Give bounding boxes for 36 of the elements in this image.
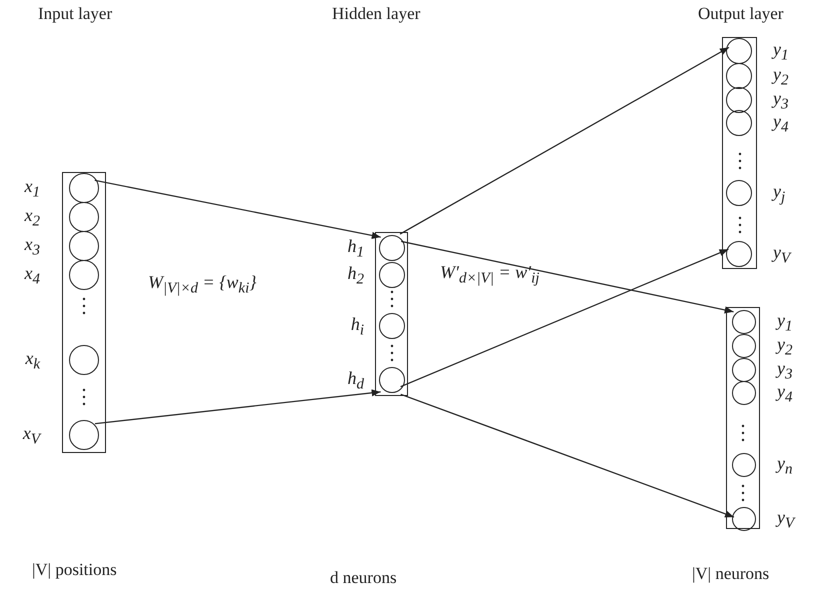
arrow [400,46,730,235]
neuron-label: x$_{3}$ [24,234,40,260]
neuron-label: y$_{3}$ [773,88,788,114]
arrow [400,394,734,518]
neuron-label: y$_{V}$ [777,507,794,533]
neuron-label: y$_{2}$ [773,64,788,90]
weight-matrix-formula: W′$_{d×|V|}$ = w′$_{ij}$ [440,262,540,288]
layer-size-caption: |V| neurons [692,564,770,584]
neuron-label: x$_{2}$ [24,205,40,231]
neuron-label: x$_{1}$ [24,176,40,202]
neuron-label: y$_{3}$ [777,358,792,384]
neuron-label: x$_{k}$ [25,348,40,374]
neuron-label: y$_{j}$ [773,181,786,207]
neuron-label: x$_{4}$ [24,263,40,289]
weight-matrix-formula: W$_{|V|×d}$ = {w$_{ki}$} [148,272,256,298]
layer-heading: Input layer [38,4,112,24]
neuron-label: h$_{2}$ [348,263,364,289]
neuron-label: y$_{n}$ [777,453,792,479]
arrow [94,389,381,424]
neuron-label: h$_{1}$ [348,236,364,262]
neuron-label: h$_{i}$ [350,314,364,340]
layer-heading: Hidden layer [332,4,420,24]
layer-heading: Output layer [698,4,784,24]
layer-size-caption: d neurons [330,568,397,588]
arrow [401,240,734,314]
neuron-label: y$_{1}$ [777,310,792,336]
arrow [94,180,381,239]
neuron-label: h$_{d}$ [348,368,364,394]
layer-size-caption: |V| positions [32,560,117,580]
neuron-label: x$_{V}$ [22,423,40,449]
neuron-label: y$_{4}$ [773,111,788,137]
neuron-label: y$_{2}$ [777,334,792,360]
arrow [400,248,729,388]
neuron-label: y$_{V}$ [773,242,790,268]
neuron-label: y$_{4}$ [777,381,792,407]
neuron-label: y$_{1}$ [773,39,788,65]
